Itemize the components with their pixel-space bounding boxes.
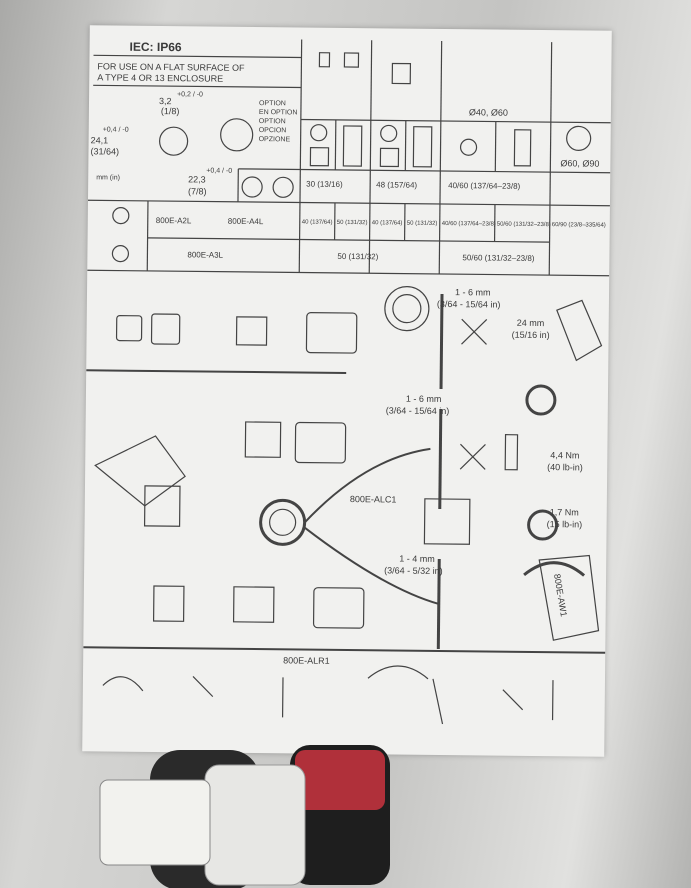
legend-cell: 40/60 (137/64–23/8) [441, 220, 496, 228]
legend-cell: 60/90 (23/8–335/64) [551, 222, 606, 229]
diameters-label-2: Ø60, Ø90 [560, 158, 600, 169]
part-label: 800E-A4L [227, 216, 264, 227]
panel-gap-2-in: (3/64 - 15/64 in) [385, 405, 450, 417]
instruction-sheet: IEC: IP66 FOR USE ON A FLAT SURFACE OF A… [82, 25, 612, 757]
usage-line-2: A TYPE 4 OR 13 ENCLOSURE [97, 72, 224, 84]
locking-ring-label: 800E-ALC1 [349, 494, 397, 505]
pushbutton-parts [99, 745, 390, 888]
part-label: 800E-A2L [155, 215, 192, 226]
dim-2: 24,1 [90, 135, 109, 146]
torque-2-in: (15 lb-in) [546, 519, 583, 530]
legend-cell-2: 50/60 (131/32–23/8) [462, 253, 535, 263]
spacing-cell: 40/60 (137/64–23/8) [448, 181, 521, 191]
torque-2: 1,7 Nm [549, 507, 579, 518]
usage-line-1: FOR USE ON A FLAT SURFACE OF [97, 61, 245, 73]
torque-1-in: (40 lb-in) [547, 462, 583, 473]
legend-cell: 50 (131/32) [406, 220, 438, 227]
panel-gap-3: 1 - 4 mm [399, 553, 435, 564]
removal-tool-label: 800E-ALR1 [283, 655, 330, 666]
legend-cell: 50/60 (131/32–23/8) [496, 221, 551, 229]
ip-rating: IEC: IP66 [129, 39, 182, 55]
wrench-size: 24 mm [516, 317, 545, 329]
units-badge: mm (in) [96, 174, 120, 182]
sheet-drawings [83, 39, 611, 725]
panel-gap-1-in: (3/64 - 15/64 in) [436, 298, 501, 310]
dim-3-in: (7/8) [188, 186, 207, 197]
torque-1: 4,4 Nm [550, 450, 580, 461]
legend-cell-2: 50 (131/32) [337, 251, 379, 262]
legend-cell: 40 (137/64) [301, 219, 333, 226]
option-label: OPZIONE [258, 136, 291, 144]
dim-2-tol: +0,4 / -0 [102, 126, 129, 134]
part-label: 800E-A3L [187, 250, 224, 260]
panel-gap-3-in: (3/64 - 5/32 in) [384, 565, 443, 577]
panel-gap-2: 1 - 6 mm [405, 393, 442, 404]
dim-1-in: (1/8) [160, 106, 180, 117]
dim-1-tol: +0,2 / -0 [177, 91, 204, 99]
spacing-cell: 48 (157/64) [376, 180, 418, 190]
panel-gap-1: 1 - 6 mm [454, 287, 491, 298]
spec-table-grid [83, 39, 611, 654]
dim-1: 3,2 [158, 96, 172, 107]
diameters-label: Ø40, Ø60 [468, 107, 509, 118]
spacing-cell: 30 (13/16) [306, 179, 343, 189]
dim-3-tol: +0,4 / -0 [206, 167, 233, 175]
legend-cell: 50 (131/32) [336, 219, 368, 227]
dim-2-in: (31/64) [90, 146, 120, 157]
dim-3: 22,3 [188, 174, 206, 185]
wrench-size-in: (15/16 in) [511, 329, 550, 341]
legend-cell: 40 (137/64) [371, 220, 403, 227]
